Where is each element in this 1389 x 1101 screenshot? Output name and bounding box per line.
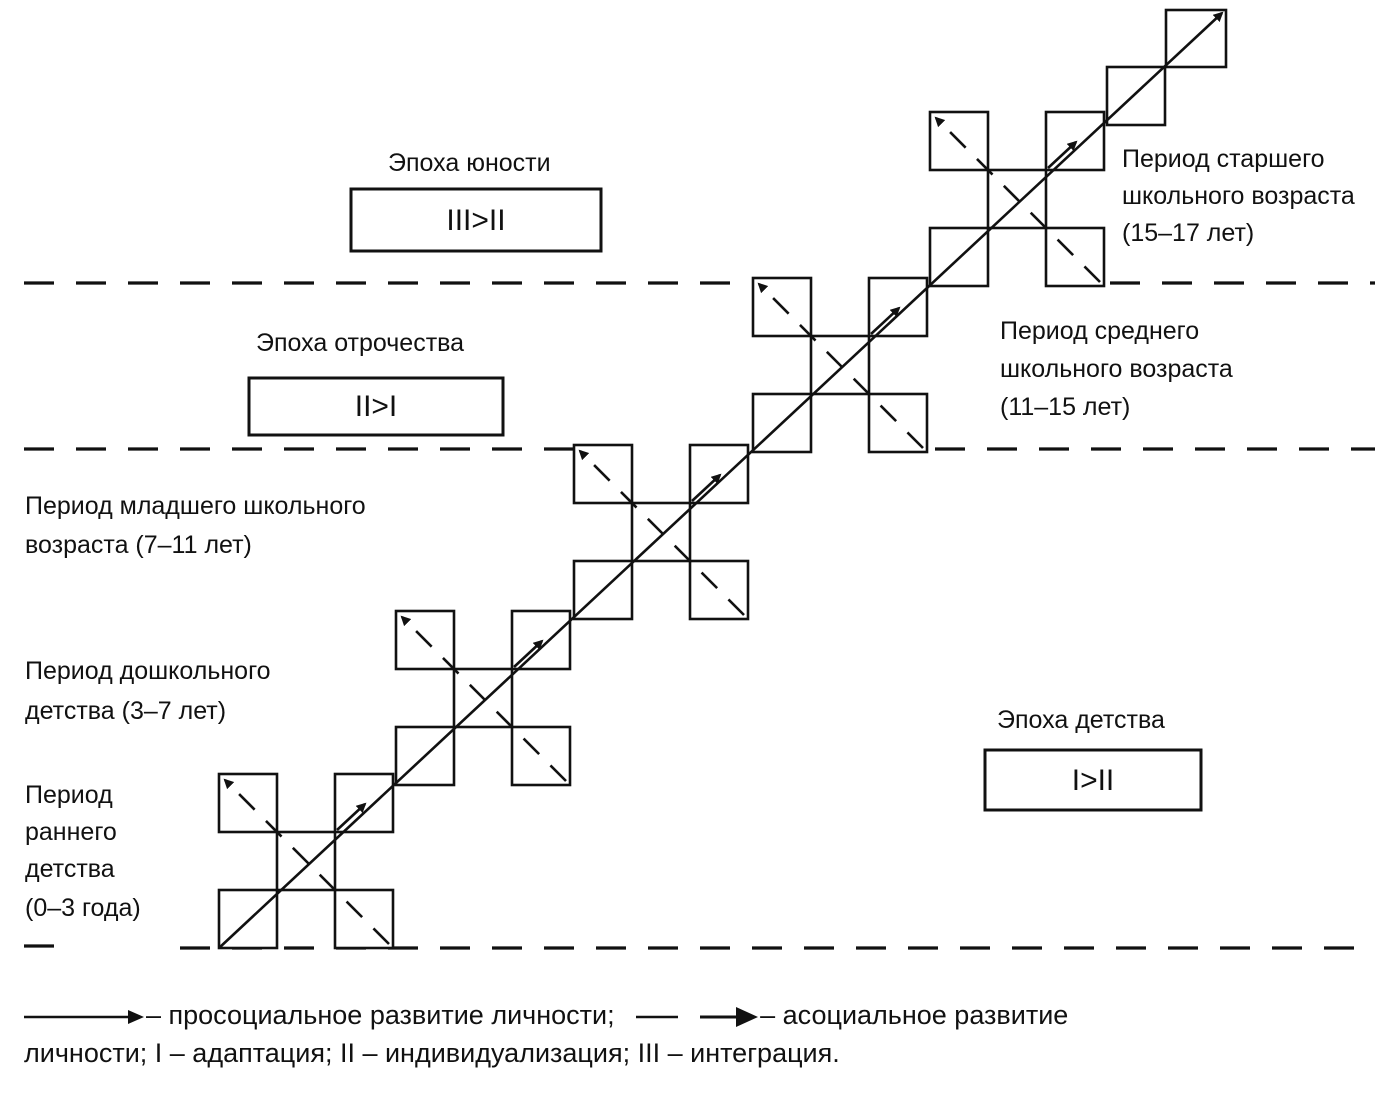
- epoch-youth-formula: III>II: [446, 204, 505, 237]
- cluster-senior-school: [928, 110, 1106, 288]
- prosocial-arrow-symbol: [24, 1009, 144, 1024]
- period-senior-school-line-2: школьного возраста: [1122, 182, 1355, 210]
- prosocial-step-arrow: [336, 802, 367, 831]
- legend-line-2: личности; I – адаптация; II – индивидуал…: [24, 1038, 840, 1068]
- period-early-childhood-line-2: раннего: [25, 818, 117, 846]
- cluster-preschool: [394, 609, 572, 787]
- legend-asocial-text: – асоциальное развитие: [760, 1000, 1069, 1030]
- epoch-adolescence-box: [247, 376, 505, 437]
- epoch-adolescence-title: Эпоха отрочества: [256, 329, 464, 357]
- asocial-development-arrow: [934, 116, 1101, 283]
- period-senior-school-line-1: Период старшего: [1122, 145, 1325, 173]
- asocial-arrow-symbol: [636, 1006, 759, 1027]
- period-preschool-line-1: Период дошкольного: [25, 657, 271, 685]
- period-junior-school-line-2: возраста (7–11 лет): [25, 531, 252, 559]
- period-preschool-line-2: детства (3–7 лет): [25, 697, 226, 725]
- epoch-youth-box: [349, 187, 603, 253]
- prosocial-step-arrow: [513, 639, 544, 668]
- period-early-childhood-line-4: (0–3 года): [25, 894, 141, 922]
- epoch-childhood-title: Эпоха детства: [997, 706, 1165, 734]
- epoch-childhood-formula: I>II: [1072, 764, 1115, 797]
- legend-prosocial-text: – просоциальное развитие личности;: [146, 1000, 615, 1030]
- asocial-development-arrow: [578, 449, 745, 616]
- period-early-childhood-line-1: Период: [25, 781, 113, 809]
- legend: – просоциальное развитие личности; – асо…: [24, 996, 1364, 1072]
- epoch-youth-title: Эпоха юности: [388, 149, 551, 177]
- prosocial-step-arrow: [1047, 140, 1078, 169]
- prosocial-step-arrow: [691, 473, 722, 502]
- period-middle-school-line-3: (11–15 лет): [1000, 393, 1130, 421]
- prosocial-step-arrow: [870, 306, 901, 335]
- period-clusters: [217, 110, 1106, 950]
- epoch-adolescence-formula: II>I: [355, 390, 398, 423]
- legend-line-1: – просоциальное развитие личности; – асо…: [24, 996, 1364, 1034]
- period-middle-school-line-2: школьного возраста: [1000, 355, 1233, 383]
- period-senior-school-line-3: (15–17 лет): [1122, 219, 1254, 247]
- asocial-development-arrow: [400, 615, 567, 782]
- cluster-junior-school: [572, 443, 750, 621]
- asocial-development-arrow: [757, 282, 924, 449]
- cluster-early-childhood: [217, 772, 395, 950]
- asocial-development-arrow: [223, 778, 390, 945]
- epoch-childhood-box: [983, 748, 1203, 812]
- period-early-childhood-line-3: детства: [25, 855, 115, 883]
- prosocial-development-arrow: [218, 11, 1224, 949]
- period-junior-school-line-1: Период младшего школьного: [25, 492, 366, 520]
- period-middle-school-line-1: Период среднего: [1000, 317, 1199, 345]
